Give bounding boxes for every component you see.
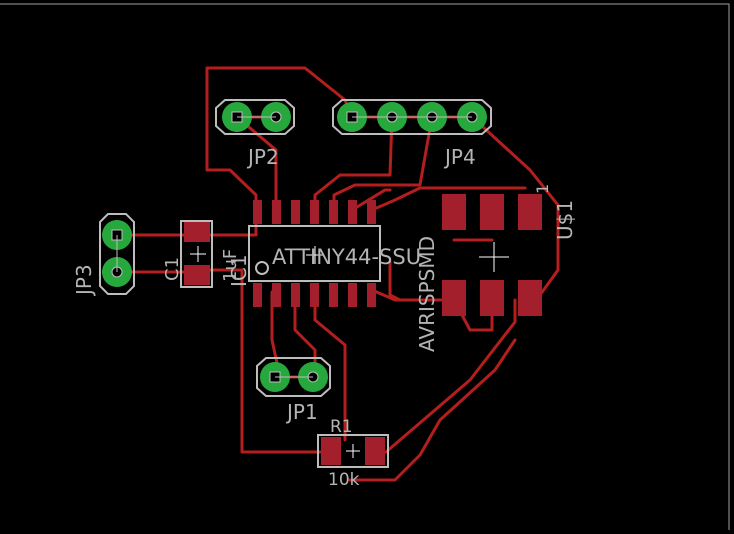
us1-pin1-label: 1	[533, 184, 552, 194]
trace-r1-right	[384, 298, 517, 454]
us1-name-label: U$1	[553, 200, 577, 240]
trace-pin8-right	[370, 288, 457, 302]
c1-value-label: 1uF	[220, 249, 241, 282]
ic1-name-label: IC1	[227, 254, 251, 287]
board-outline	[0, 3, 730, 530]
r1-value-label: 10k	[328, 470, 360, 490]
us1-part-label: AVRISPSMD	[415, 236, 439, 352]
c1-label: C1	[162, 257, 183, 281]
r1-resistor	[317, 434, 389, 468]
ic1-chip	[248, 200, 381, 307]
jp1-label: JP1	[285, 400, 318, 424]
r1-label: R1	[330, 417, 353, 437]
trace-r1-bottom	[348, 338, 517, 482]
jp4-label: JP4	[443, 145, 476, 169]
jp2-label: JP2	[246, 145, 279, 169]
jp1-header	[256, 357, 331, 397]
jp3-header	[99, 213, 135, 295]
ic1-part-label: ATTINY44-SSU	[272, 245, 421, 269]
jp4-header	[332, 99, 492, 135]
jp3-label: JP3	[72, 264, 96, 297]
jp2-header	[215, 99, 295, 135]
trace-r1-left	[240, 288, 322, 454]
us1-connector	[442, 194, 542, 316]
trace-jp4-c	[350, 188, 392, 212]
trace-c1-bot	[198, 268, 244, 292]
trace-us1-top	[370, 186, 527, 212]
c1-capacitor	[180, 220, 213, 288]
trace-pin-mid	[388, 260, 402, 302]
trace-top-loop	[205, 66, 354, 212]
